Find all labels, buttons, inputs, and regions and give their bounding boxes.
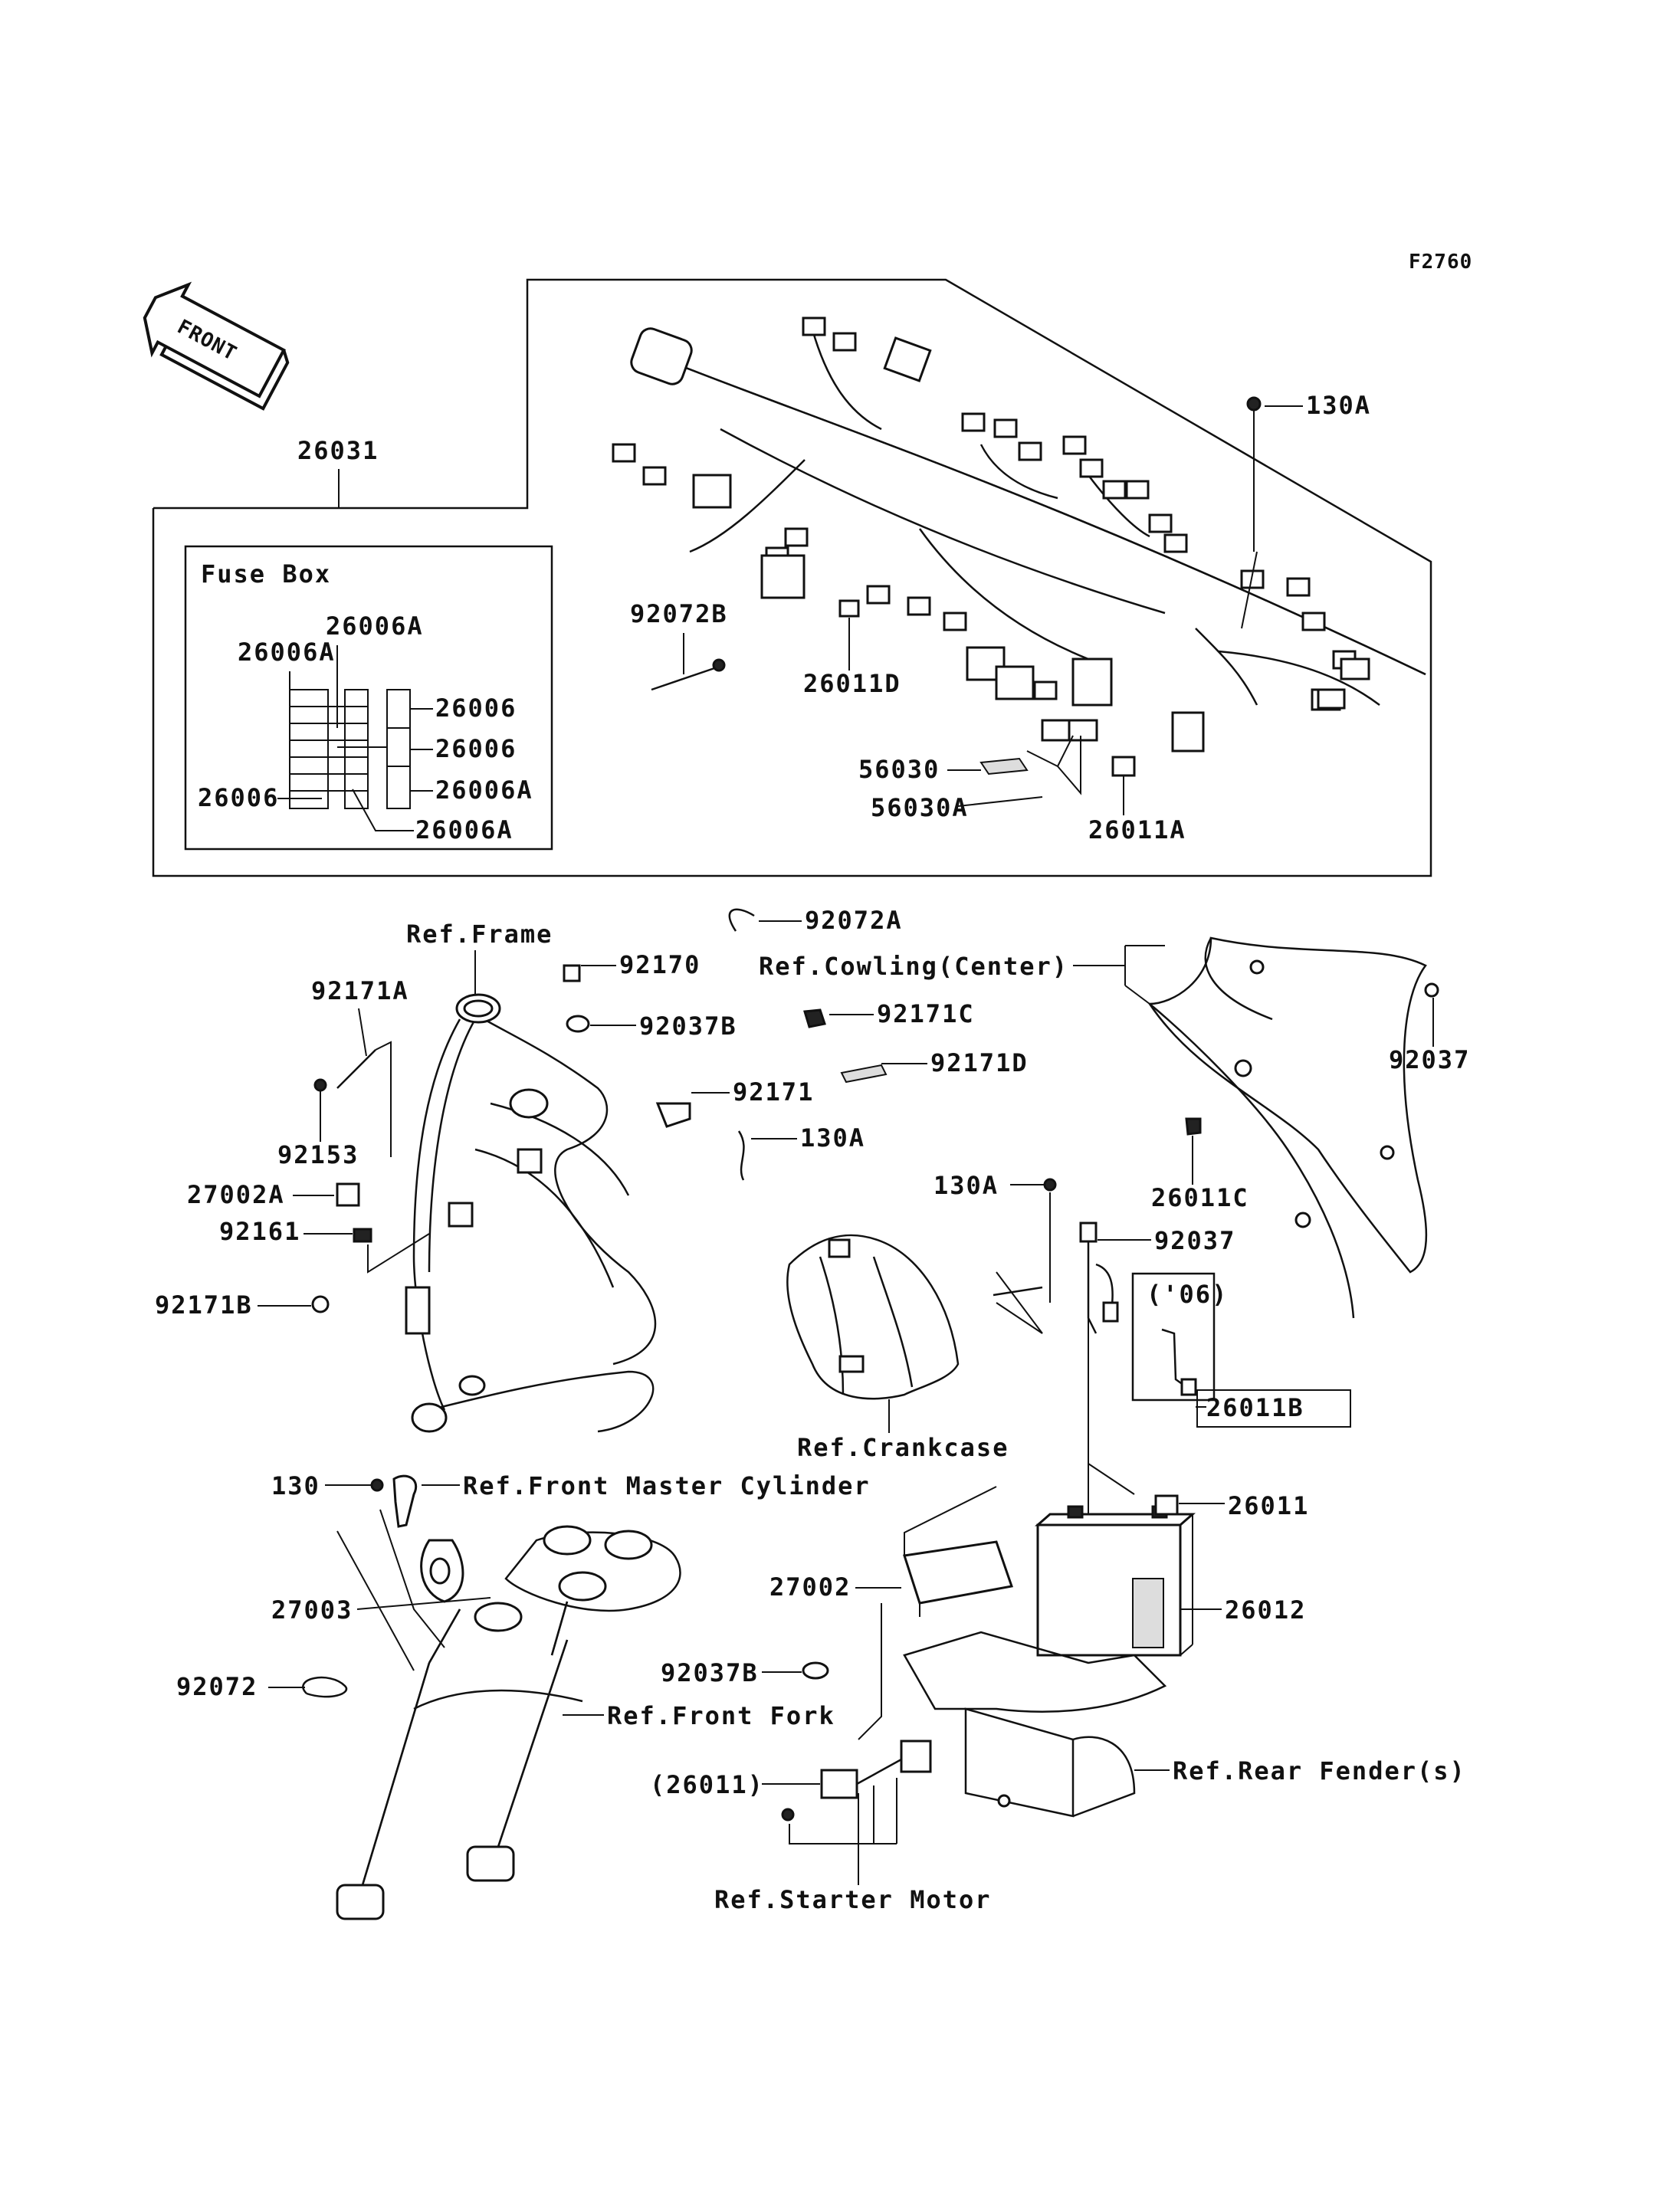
callout-92171A: 92171A <box>311 976 409 1005</box>
rear-fender-icon: Ref.Rear Fender(s) 92037B <box>661 1631 1466 1818</box>
callout-92171B: 92171B <box>155 1290 253 1320</box>
callout-92161: 92161 <box>219 1217 300 1246</box>
callout-26011D: 26011D <box>803 669 901 698</box>
callout-92037B-low: 92037B <box>661 1658 759 1687</box>
front-fork-icon: Ref.Front Fork 130 Ref.Front Master Cyli… <box>176 1471 871 1920</box>
callout-92072: 92072 <box>176 1672 258 1701</box>
fuse-label-26006A-bottom: 26006A <box>415 815 514 844</box>
callout-26011B: 26011B <box>1206 1393 1304 1422</box>
front-arrow-icon: FRONT <box>143 281 290 411</box>
callout-56030: 56030 <box>858 755 940 784</box>
fuse-label-26006A-top: 26006A <box>326 612 424 641</box>
callout-92037-right: 92037 <box>1389 1045 1470 1074</box>
callout-06: ('06) <box>1147 1280 1228 1309</box>
callout-26011A: 26011A <box>1088 815 1186 844</box>
fuse-box-panel: Fuse Box 26006A 26006A 26006 26006 26006… <box>184 545 553 851</box>
callout-92072B: 92072B <box>630 599 728 628</box>
frame-icon: Ref.Frame <box>405 920 657 1433</box>
callout-92170: 92170 <box>619 950 701 979</box>
callout-130A-mid: 130A <box>934 1171 999 1200</box>
callout-92171C: 92171C <box>877 999 975 1028</box>
callout-26011-paren: (26011) <box>650 1770 764 1799</box>
callout-92171D: 130A <box>800 1123 865 1153</box>
fuse-label-26006A-right: 26006A <box>435 776 533 805</box>
fuse-box-title: Fuse Box <box>201 559 331 589</box>
cowling-icon: Ref.Cowling(Center) 92037 26011C <box>759 936 1470 1319</box>
callout-ref-rear-fender: Ref.Rear Fender(s) <box>1173 1756 1466 1785</box>
callout-130: 130 <box>271 1471 320 1500</box>
callout-26011C: 92037 <box>1154 1226 1235 1255</box>
crankcase-icon: Ref.Crankcase <box>786 1234 1043 1462</box>
callout-92037-mid: 26011C <box>1151 1183 1249 1212</box>
callout-27002A: 27002A <box>187 1180 285 1209</box>
callout-27002: 27002 <box>769 1572 851 1602</box>
wiring-harness-icon <box>612 316 1426 753</box>
small-parts: 92072A 92170 92037B 92171C 92171 92171D … <box>563 906 1029 1181</box>
callout-92037B-top: 92037B <box>639 1012 737 1041</box>
callout-27003: 27003 <box>271 1595 353 1625</box>
callout-ref-crankcase: Ref.Crankcase <box>797 1433 1009 1462</box>
callout-ref-front-master-cyl: Ref.Front Master Cylinder <box>463 1471 871 1500</box>
fuse-label-26006A-left: 26006A <box>238 638 336 667</box>
ecu-icon: 27002 <box>769 1540 1013 1740</box>
fuse-label-26006-left: 26006 <box>198 783 279 812</box>
callout-ref-front-fork: Ref.Front Fork <box>607 1701 835 1730</box>
callout-ref-frame: Ref.Frame <box>406 920 553 949</box>
callout-92171: 92171 <box>733 1077 814 1107</box>
callout-92072A: 92072A <box>805 906 903 935</box>
callout-92037A: 92171D <box>930 1048 1029 1077</box>
starter-relay-icon: (26011) Ref.Starter Motor <box>650 1486 997 1914</box>
callout-92153: 92153 <box>277 1140 359 1169</box>
harness-group-box: 26031 <box>152 278 1432 877</box>
fuse-box-icon <box>289 689 411 809</box>
harness-callouts: 130A 92072B 26011D 56030 56030A 26011A <box>630 391 1371 844</box>
frame-callouts: 92171A 92153 27002A 92161 92171B <box>155 976 430 1320</box>
callout-ref-cowling: Ref.Cowling(Center) <box>759 952 1068 981</box>
callout-26012: 26012 <box>1225 1595 1306 1625</box>
figure-code: F2760 <box>1409 251 1472 274</box>
callout-130A-top: 130A <box>1306 391 1371 420</box>
fuse-label-26006-2: 26006 <box>435 734 517 763</box>
callout-26011: 26011 <box>1228 1491 1309 1520</box>
battery-icon: 130A 92037 ('06) 26011B 26012 26011 <box>934 1171 1351 1657</box>
callout-56030A: 56030A <box>871 793 969 822</box>
callout-ref-starter-motor: Ref.Starter Motor <box>714 1885 992 1914</box>
fuse-label-26006-1: 26006 <box>435 694 517 723</box>
callout-26031: 26031 <box>297 436 379 465</box>
